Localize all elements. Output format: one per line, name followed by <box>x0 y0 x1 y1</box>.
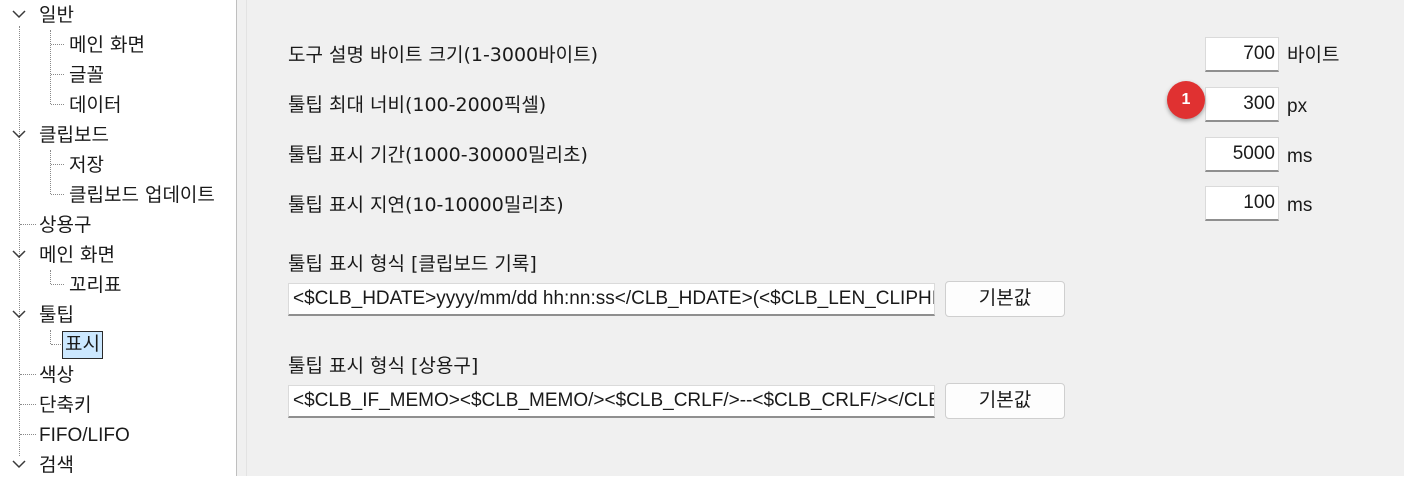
tree-item-display[interactable]: 표시 <box>0 330 236 360</box>
settings-tree: 일반 메인 화면 글꼴 데이터 클립보드 저장 클립보드 업데이트 상용구 메인… <box>0 0 236 476</box>
tree-item-shortcut[interactable]: 단축키 <box>0 390 236 420</box>
tree-connector <box>51 44 64 45</box>
tree-item-label: 일반 <box>39 4 74 26</box>
tooltip-duration-input[interactable]: 5000 <box>1205 137 1279 172</box>
format-history-input[interactable]: <$CLB_HDATE>yyyy/mm/dd hh:nn:ss</CLB_HDA… <box>288 283 935 316</box>
tree-connector <box>50 150 51 194</box>
tree-connector <box>50 270 51 284</box>
tree-item-label: 클립보드 업데이트 <box>69 184 215 206</box>
tooltip-delay-input[interactable]: 100 <box>1205 186 1279 221</box>
tree-item-label: 글꼴 <box>69 64 104 86</box>
tree-item-fifo-lifo[interactable]: FIFO/LIFO <box>0 421 236 451</box>
tooltip-max-width-unit: px <box>1287 96 1308 117</box>
tree-connector <box>51 344 61 345</box>
tree-item-data[interactable]: 데이터 <box>0 90 236 120</box>
tree-item-clipboard-update[interactable]: 클립보드 업데이트 <box>0 180 236 210</box>
tree-connector <box>51 194 64 195</box>
tree-item-clipboard[interactable]: 클립보드 <box>0 120 236 150</box>
chevron-down-icon[interactable] <box>12 308 26 320</box>
format-phrases-default-button[interactable]: 기본값 <box>945 383 1065 419</box>
tree-item-general[interactable]: 일반 <box>0 0 236 30</box>
format-phrases-input[interactable]: <$CLB_IF_MEMO><$CLB_MEMO/><$CLB_CRLF/>--… <box>288 385 935 418</box>
tree-item-label: 데이터 <box>69 94 122 116</box>
tree-item-color[interactable]: 색상 <box>0 360 236 390</box>
tree-connector <box>51 164 64 165</box>
tree-item-label: 저장 <box>69 154 104 176</box>
tree-connector <box>50 30 51 104</box>
tree-item-label: 꼬리표 <box>69 274 122 296</box>
chevron-down-icon[interactable] <box>12 8 26 20</box>
tree-item-label: 툴팁 <box>39 304 74 326</box>
tree-item-label: 검색 <box>39 454 74 476</box>
step-number-badge: 1 <box>1167 81 1205 119</box>
tree-item-save[interactable]: 저장 <box>0 150 236 180</box>
tree-connector <box>20 434 36 435</box>
tree-connector <box>51 284 64 285</box>
tree-item-label: 색상 <box>39 364 74 386</box>
tree-item-label: 클립보드 <box>39 124 109 146</box>
tree-item-label: 상용구 <box>39 214 92 236</box>
tooltip-desc-size-unit: 바이트 <box>1287 44 1340 66</box>
tooltip-max-width-input[interactable]: 300 <box>1205 87 1279 122</box>
tooltip-max-width-label: 툴팁 최대 너비(100-2000픽셀) <box>288 94 547 116</box>
tooltip-duration-label: 툴팁 표시 기간(1000-30000밀리초) <box>288 144 588 166</box>
tree-item-common-phrases[interactable]: 상용구 <box>0 210 236 240</box>
tree-connector <box>20 404 36 405</box>
tooltip-delay-label: 툴팁 표시 지연(10-10000밀리초) <box>288 194 564 216</box>
tree-item-label: 메인 화면 <box>69 34 145 56</box>
tree-item-tooltip[interactable]: 툴팁 <box>0 300 236 330</box>
tooltip-desc-size-label: 도구 설명 바이트 크기(1-3000바이트) <box>288 44 599 66</box>
tooltip-delay-unit: ms <box>1287 195 1313 216</box>
tree-connector <box>19 26 20 456</box>
tree-item-main-screen[interactable]: 메인 화면 <box>0 30 236 60</box>
tree-connector <box>51 104 64 105</box>
tree-item-font[interactable]: 글꼴 <box>0 60 236 90</box>
tree-connector <box>50 330 51 344</box>
panel-divider[interactable] <box>236 0 237 476</box>
panel-splitter[interactable] <box>237 0 246 476</box>
format-history-label: 툴팁 표시 형식 [클립보드 기록] <box>288 253 537 275</box>
panel-divider <box>246 0 247 476</box>
tree-item-tag[interactable]: 꼬리표 <box>0 270 236 300</box>
tooltip-desc-size-input[interactable]: 700 <box>1205 37 1279 72</box>
tree-item-label: FIFO/LIFO <box>39 425 130 446</box>
tree-connector <box>51 74 64 75</box>
format-history-default-button[interactable]: 기본값 <box>945 281 1065 317</box>
tree-item-main-screen-group[interactable]: 메인 화면 <box>0 240 236 270</box>
tooltip-duration-unit: ms <box>1287 146 1313 167</box>
chevron-down-icon[interactable] <box>12 128 26 140</box>
tree-item-label: 단축키 <box>39 394 92 416</box>
tree-connector <box>20 224 36 225</box>
tree-item-search[interactable]: 검색 <box>0 450 236 480</box>
chevron-down-icon[interactable] <box>12 458 26 470</box>
tree-connector <box>20 374 36 375</box>
tree-item-label: 메인 화면 <box>39 244 115 266</box>
chevron-down-icon[interactable] <box>12 248 26 260</box>
tree-item-label-selected: 표시 <box>62 331 103 359</box>
format-phrases-label: 툴팁 표시 형식 [상용구] <box>288 355 479 377</box>
